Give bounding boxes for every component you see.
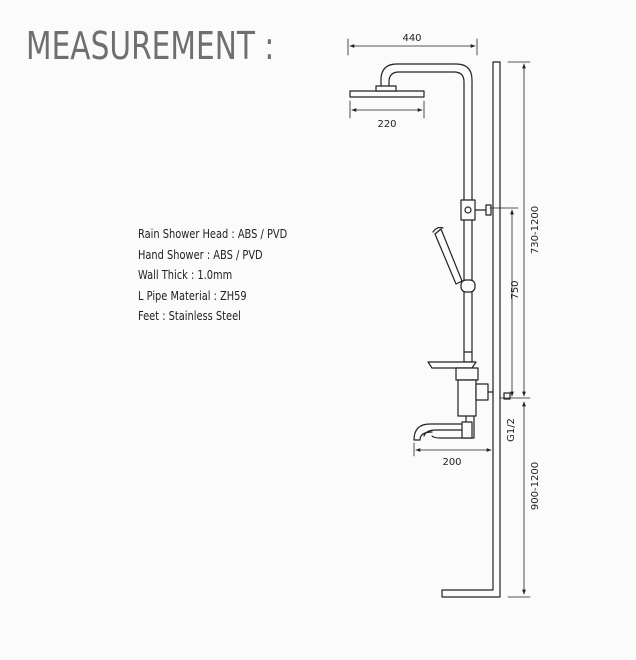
shower-riser-pipe — [380, 63, 473, 353]
stand-bar — [441, 61, 501, 598]
dimension-label-220: 220 — [377, 119, 396, 130]
dimension-label-750: 750 — [510, 280, 521, 299]
dimension-label-200: 200 — [442, 457, 461, 468]
dimension-label-900-1200: 900-1200 — [530, 462, 541, 510]
spec-l-pipe-material: L Pipe Material : ZH59 — [138, 288, 247, 303]
spec-rain-shower-head: Rain Shower Head : ABS / PVD — [138, 227, 288, 241]
spec-hand-shower: Hand Shower : ABS / PVD — [138, 247, 263, 262]
dimension-top-width: 440 — [347, 33, 478, 56]
dimension-label-g1-2: G1/2 — [506, 418, 517, 442]
slide-holder — [460, 199, 492, 221]
connector-g1-2: G1/2 — [499, 392, 531, 442]
dimension-label-730-1200: 730-1200 — [530, 206, 541, 254]
diverter — [427, 351, 477, 369]
spec-feet: Feet : Stainless Steel — [138, 309, 241, 323]
dimension-upper-height: 730-1200 — [507, 61, 541, 397]
spec-list: Rain Shower Head : ABS / PVD Hand Shower… — [138, 224, 320, 327]
dimension-mid-height: 750 — [489, 207, 521, 397]
tub-spout — [413, 415, 475, 441]
page-title: MEASUREMENT : — [26, 24, 275, 68]
spec-wall-thick: Wall Thick : 1.0mm — [138, 268, 233, 282]
dimension-label-440: 440 — [402, 33, 421, 44]
hand-shower-holder — [460, 279, 476, 293]
mixer-valve — [455, 367, 497, 417]
dimension-spout-length: 200 — [413, 442, 494, 468]
dimension-lower-height: 900-1200 — [507, 401, 541, 598]
hand-shower — [432, 226, 463, 285]
rain-shower-head — [349, 85, 425, 98]
dimension-head-width: 220 — [349, 100, 425, 130]
